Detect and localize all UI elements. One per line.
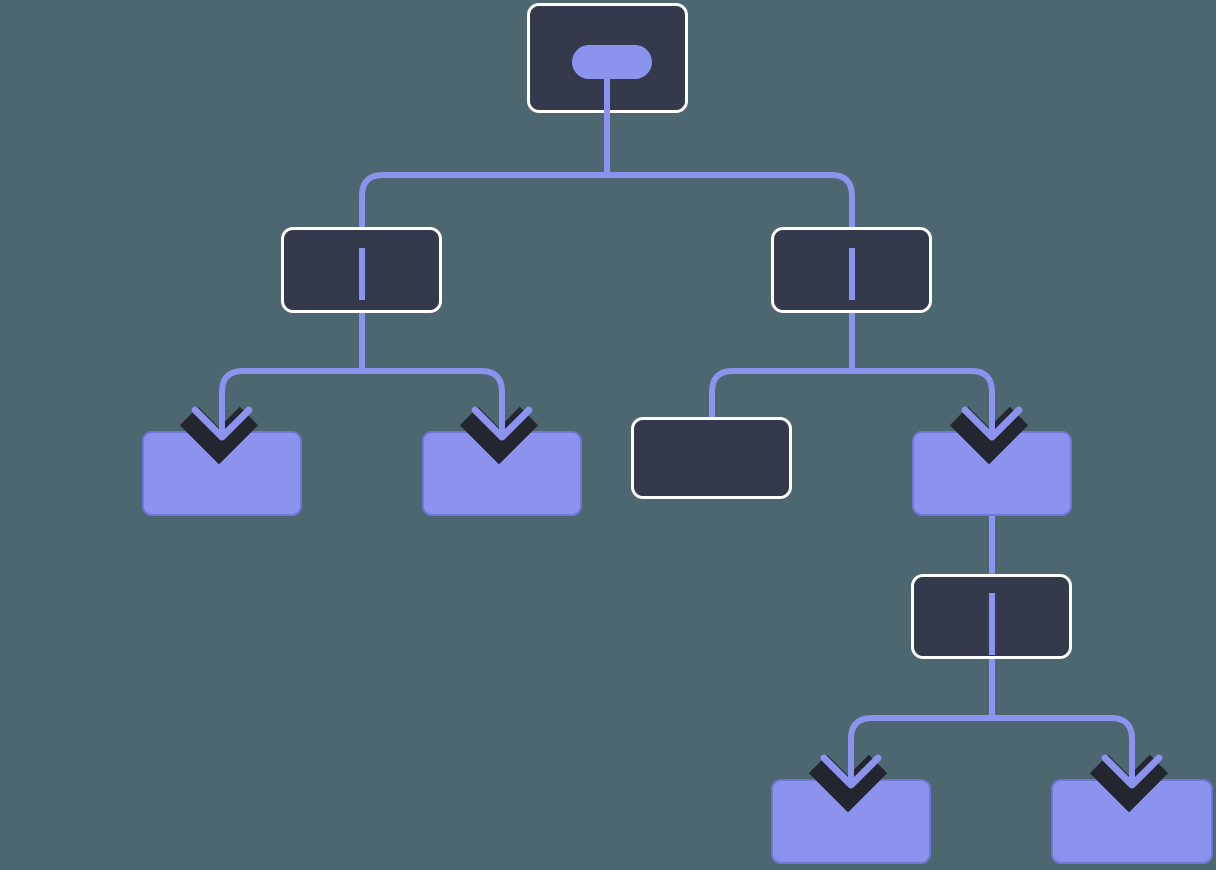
node-level2-left[interactable] <box>281 227 442 313</box>
node-level2-right[interactable] <box>771 227 932 313</box>
node-level3-a[interactable] <box>142 431 302 516</box>
node-level3-d[interactable] <box>912 431 1072 516</box>
root-pill-shape <box>572 45 652 79</box>
node-level3-c[interactable] <box>631 417 792 499</box>
node-root[interactable] <box>527 3 688 113</box>
node-level5-a[interactable] <box>771 779 931 864</box>
node-level4-a[interactable] <box>911 574 1072 659</box>
node-level5-b[interactable] <box>1051 779 1213 864</box>
node-level3-b[interactable] <box>422 431 582 516</box>
